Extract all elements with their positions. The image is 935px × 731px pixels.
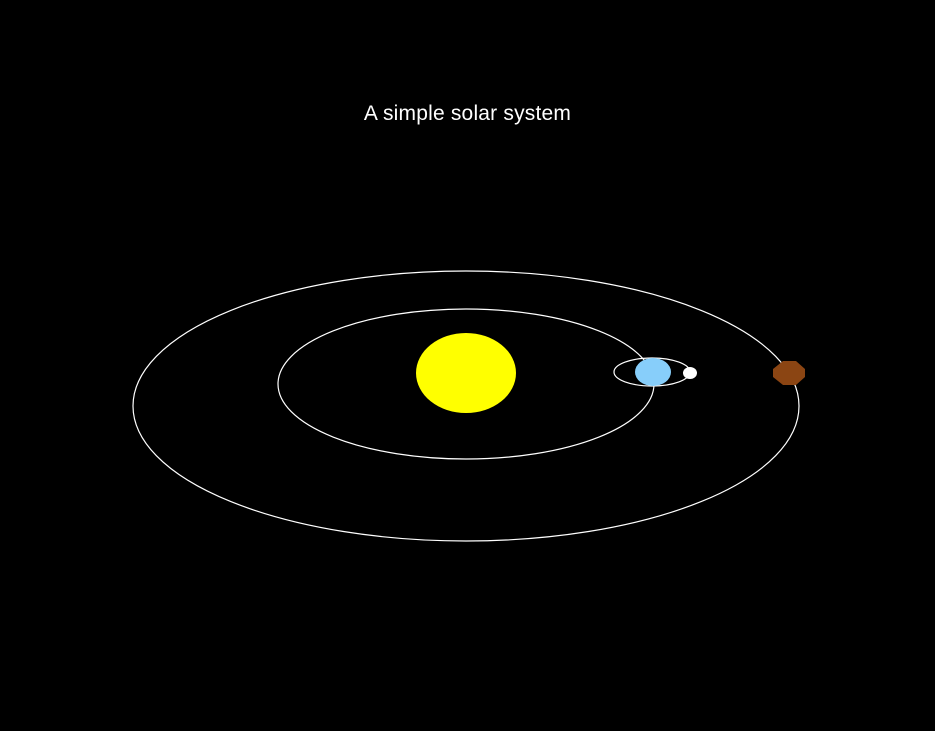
mars <box>773 361 805 385</box>
sun <box>416 333 516 413</box>
moon <box>683 367 697 379</box>
earth <box>635 358 671 386</box>
mars-orbit <box>132 270 800 542</box>
page-title: A simple solar system <box>363 102 572 125</box>
